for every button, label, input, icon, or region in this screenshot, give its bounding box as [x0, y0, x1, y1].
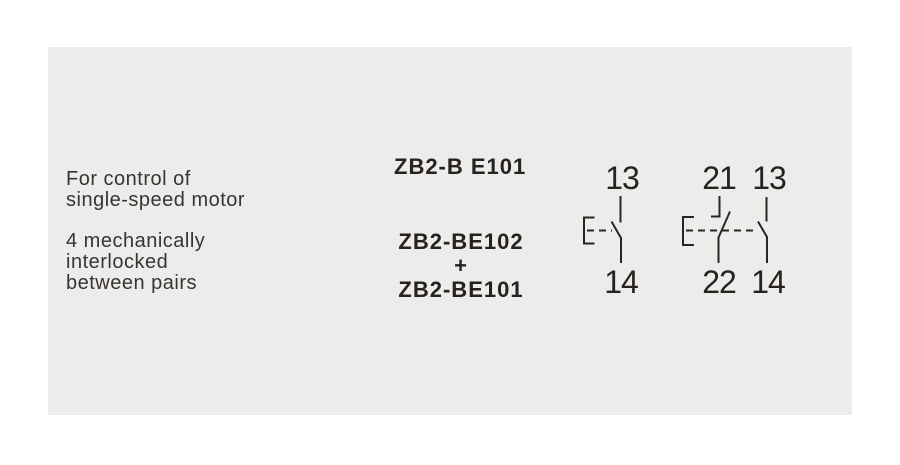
model-label-combo: ZB2-BE102 + ZB2-BE101	[391, 230, 531, 302]
description-line: For control of	[66, 168, 191, 190]
model-label-single: ZB2-B E101	[394, 154, 527, 179]
plus-sign: +	[454, 253, 468, 278]
terminal-number: 22	[702, 264, 737, 300]
description-line: single-speed motor	[66, 189, 246, 211]
terminal-number: 14	[751, 264, 786, 300]
terminal-number: 21	[702, 160, 737, 196]
model-combo-first: ZB2-BE102	[398, 229, 524, 254]
description-paragraph-1: For control of single-speed motor	[66, 169, 245, 211]
description-line: interlocked	[66, 251, 169, 273]
terminal-number: 14	[604, 264, 639, 300]
description-paragraph-2: 4 mechanically interlocked between pairs	[66, 231, 205, 294]
model-combo-second: ZB2-BE101	[398, 277, 524, 302]
terminal-number: 13	[752, 160, 787, 196]
terminal-number: 13	[605, 160, 640, 196]
description-line: between pairs	[66, 272, 198, 294]
description-line: 4 mechanically	[66, 230, 206, 252]
